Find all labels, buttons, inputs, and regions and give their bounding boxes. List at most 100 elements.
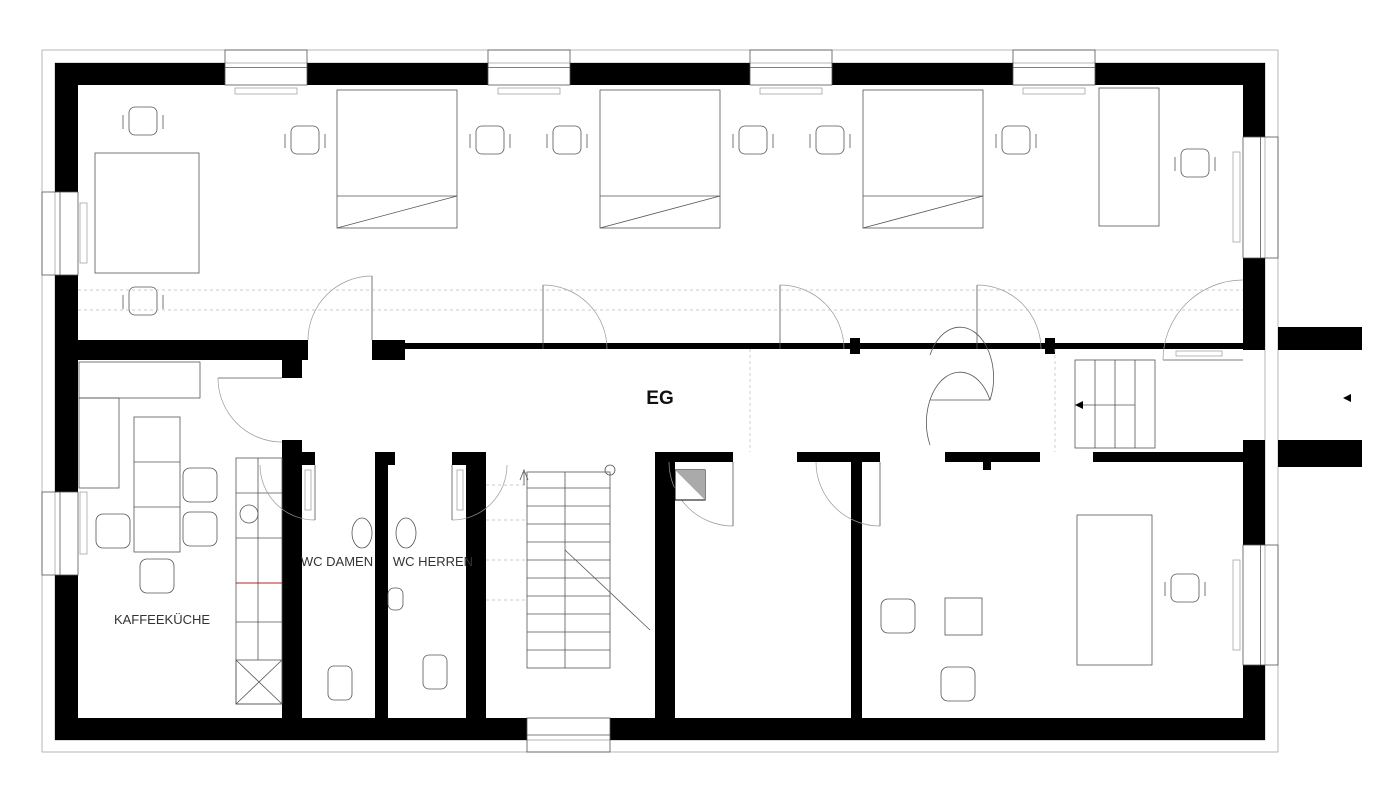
wall (282, 340, 302, 378)
wall (55, 275, 78, 492)
armchair (880, 598, 916, 634)
wall (1095, 63, 1265, 85)
desk-diagonal (336, 195, 458, 229)
wall (945, 452, 1040, 462)
radiator (1232, 151, 1241, 243)
radiator (759, 87, 823, 95)
armchair (940, 666, 976, 702)
armchair (182, 467, 218, 503)
wall (55, 575, 78, 740)
office-chair (128, 106, 158, 136)
floor-label: EG (646, 388, 673, 409)
door-swing (815, 461, 881, 527)
entrance-stairs (1074, 359, 1351, 449)
radiator (1232, 559, 1241, 651)
furniture (78, 87, 1216, 705)
wall (1243, 258, 1265, 350)
wall (1278, 327, 1362, 350)
door-swing (976, 284, 1042, 350)
wall (302, 452, 315, 465)
windows (41, 49, 1279, 753)
wall (850, 338, 860, 354)
radiator (497, 87, 561, 95)
wall (375, 452, 395, 465)
stair-arrow-icon (519, 468, 529, 485)
door-swing (307, 275, 373, 341)
fridge (235, 659, 283, 705)
wall (1278, 440, 1362, 467)
urinal (387, 587, 404, 611)
door-swing (542, 284, 608, 350)
office-chair (128, 286, 158, 316)
office-chair (1170, 573, 1200, 603)
armchair (182, 511, 218, 547)
radiator (304, 469, 312, 511)
table (1098, 87, 1160, 227)
radiator (456, 469, 464, 511)
wall (1045, 338, 1055, 354)
desk-diagonal (862, 195, 984, 229)
wall (55, 63, 225, 85)
wall (655, 452, 675, 718)
armchair (95, 513, 131, 549)
radiator (234, 87, 298, 95)
door-swing (217, 377, 283, 443)
wall (832, 63, 1013, 85)
office-chair (475, 125, 505, 155)
door-swing (1162, 279, 1244, 361)
radiator (79, 202, 88, 264)
door-swing (779, 284, 845, 350)
staircase (519, 464, 651, 669)
table (944, 597, 983, 636)
table (1076, 514, 1153, 666)
door-swing (451, 464, 508, 521)
office-chair (1180, 148, 1210, 178)
office-chair (552, 125, 582, 155)
door-swing (259, 464, 316, 521)
radiator (1022, 87, 1086, 95)
radiator (1175, 350, 1223, 357)
radiator (79, 491, 88, 555)
table (599, 89, 721, 229)
wall (1243, 440, 1265, 545)
office-chair (738, 125, 768, 155)
shaft (674, 469, 706, 501)
wall (307, 63, 488, 85)
wall (55, 718, 527, 740)
table (94, 152, 200, 274)
sink (239, 504, 259, 524)
wall (452, 452, 486, 465)
table (78, 361, 201, 399)
door-swing (668, 461, 734, 527)
room-label-kitchen: KAFFEEKÜCHE (114, 612, 210, 627)
table (862, 89, 984, 229)
wall (851, 452, 862, 718)
wall (55, 63, 78, 192)
desk-diagonal (599, 195, 721, 229)
office-chair (815, 125, 845, 155)
wall (282, 440, 302, 718)
toilet (327, 665, 353, 701)
wall (405, 343, 1243, 349)
toilet (422, 654, 448, 690)
table (133, 416, 181, 553)
fridge-cross (235, 659, 283, 705)
washbasin (351, 517, 373, 549)
doors (78, 275, 1244, 601)
table (78, 397, 120, 489)
wall (655, 452, 733, 462)
walls (55, 63, 1362, 740)
table (336, 89, 458, 229)
office-chair (1001, 125, 1031, 155)
wall (78, 340, 308, 360)
wall (1093, 452, 1243, 462)
wall (983, 452, 991, 470)
room-label-wc-women: WC DAMEN (301, 554, 373, 569)
wall (1243, 63, 1265, 137)
room-label-wc-men: WC HERREN (393, 554, 473, 569)
wall (375, 465, 388, 718)
wall (466, 465, 486, 718)
double-door (926, 326, 994, 446)
armchair (139, 558, 175, 594)
